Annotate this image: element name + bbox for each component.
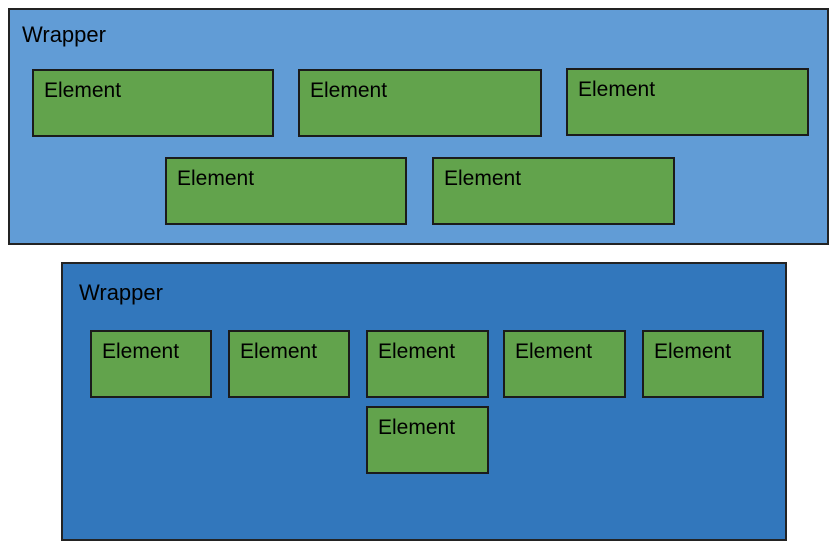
element-box[interactable]: Element [642, 330, 764, 398]
element-label: Element [102, 340, 180, 363]
element-label: Element [515, 340, 593, 363]
element-box[interactable]: Element [90, 330, 212, 398]
element-box[interactable]: Element [366, 330, 489, 398]
element-label: Element [310, 79, 388, 102]
element-box[interactable]: Element [566, 68, 809, 136]
element-box[interactable]: Element [432, 157, 675, 225]
wrapper-label: Wrapper [79, 280, 163, 305]
element-box[interactable]: Element [165, 157, 407, 225]
element-label: Element [444, 167, 522, 190]
element-box[interactable]: Element [228, 330, 350, 398]
element-label: Element [378, 340, 456, 363]
element-label: Element [654, 340, 732, 363]
element-box[interactable]: Element [503, 330, 626, 398]
element-box[interactable]: Element [366, 406, 489, 474]
wrapper-label: Wrapper [22, 22, 106, 47]
element-box[interactable]: Element [32, 69, 274, 137]
element-label: Element [240, 340, 318, 363]
element-label: Element [578, 78, 656, 101]
element-label: Element [44, 79, 122, 102]
element-label: Element [378, 416, 456, 439]
element-box[interactable]: Element [298, 69, 542, 137]
element-label: Element [177, 167, 255, 190]
